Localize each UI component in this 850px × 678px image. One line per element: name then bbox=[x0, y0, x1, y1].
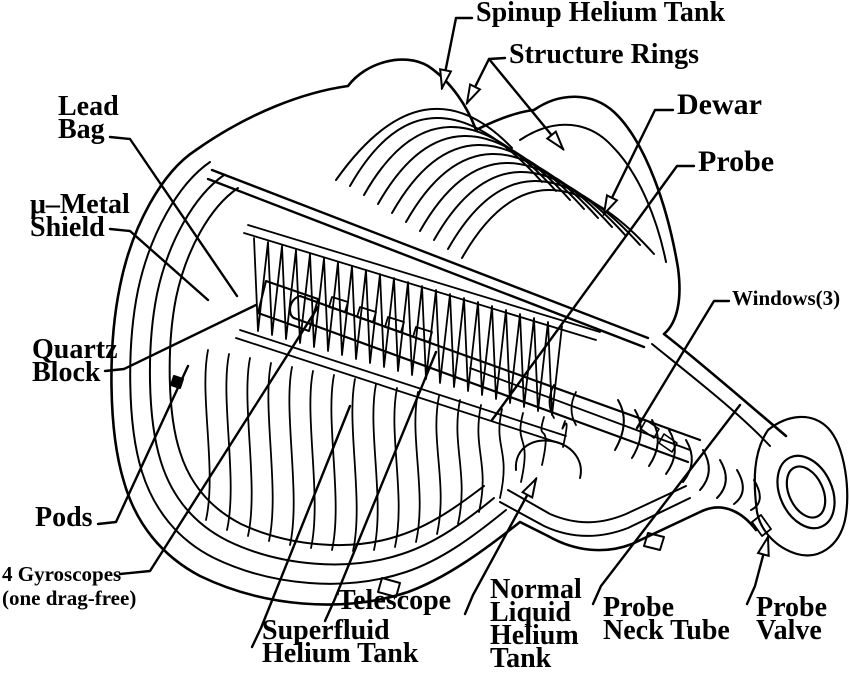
leader-lead-bag bbox=[108, 135, 239, 298]
leader-pods bbox=[96, 364, 190, 526]
label-pods: Pods bbox=[35, 502, 93, 533]
superfluid-fin-band bbox=[204, 349, 568, 552]
leader-quartz-block bbox=[103, 303, 258, 373]
label-probe-neck-tube: Probe Neck Tube bbox=[603, 592, 730, 646]
leader-mu-metal-shield bbox=[108, 227, 210, 302]
leader-gyroscopes bbox=[118, 305, 320, 576]
leader-structure-rings-b bbox=[487, 57, 563, 149]
quartz-block-drawing bbox=[257, 280, 319, 332]
label-normal-liquid-helium-tank: Normal Liquid Helium Tank bbox=[490, 574, 582, 674]
label-spinup-helium-tank: Spinup Helium Tank bbox=[476, 0, 726, 28]
gyroscope-boxes bbox=[328, 296, 433, 343]
leader-spinup-helium-tank bbox=[442, 16, 474, 88]
label-gyroscopes: 4 Gyroscopes (one drag-free) bbox=[2, 562, 137, 611]
label-probe: Probe bbox=[698, 145, 775, 178]
leader-superfluid bbox=[250, 404, 352, 649]
leader-structure-rings-a bbox=[467, 56, 507, 103]
leader-windows bbox=[635, 299, 731, 430]
leader-probe-valve bbox=[745, 537, 768, 606]
dewar-shell-outline bbox=[110, 58, 788, 606]
label-structure-rings: Structure Rings bbox=[509, 39, 700, 70]
label-lead-bag: Lead Bag bbox=[58, 91, 119, 145]
leader-telescope bbox=[323, 350, 438, 623]
leader-probe-neck-tube bbox=[591, 403, 742, 606]
support-feet bbox=[170, 375, 665, 598]
upper-fin-band bbox=[235, 224, 601, 445]
label-probe-valve: Probe Valve bbox=[756, 592, 828, 646]
normal-helium-tank-drawing bbox=[514, 439, 582, 479]
label-mu-metal-shield: μ–Metal Shield bbox=[30, 189, 130, 243]
leader-probe bbox=[490, 164, 696, 422]
spinup-tank-ribs bbox=[349, 117, 655, 259]
leader-dewar bbox=[604, 108, 675, 214]
probe-valve-endcap bbox=[751, 415, 849, 557]
label-quartz-block: Quartz Block bbox=[32, 334, 118, 388]
neck-tube-drawing bbox=[499, 343, 771, 537]
label-telescope: Telescope bbox=[337, 585, 452, 616]
label-superfluid-helium-tank: Superfluid Helium Tank bbox=[262, 615, 419, 669]
label-dewar: Dewar bbox=[677, 88, 762, 121]
leader-lines bbox=[96, 16, 768, 649]
leader-normal-lhe bbox=[463, 479, 536, 616]
structure-rails bbox=[206, 168, 650, 349]
label-windows: Windows(3) bbox=[732, 286, 841, 310]
